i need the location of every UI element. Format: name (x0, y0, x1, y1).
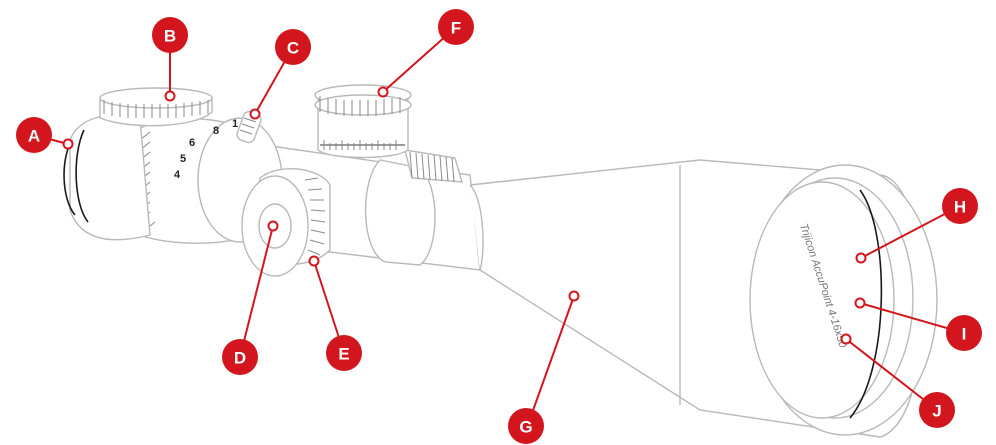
mag-mark-6: 6 (189, 137, 195, 149)
svg-text:E: E (338, 345, 349, 364)
callout-c: C (275, 29, 311, 65)
windage-knob-back (404, 149, 463, 183)
svg-text:I: I (962, 325, 967, 344)
callout-i: I (946, 315, 982, 351)
callout-point-g (568, 290, 580, 302)
callout-g: G (508, 408, 544, 444)
callout-point-h (855, 252, 867, 264)
svg-text:A: A (28, 127, 40, 146)
callout-point-j (840, 333, 852, 345)
svg-text:D: D (234, 349, 246, 368)
svg-text:B: B (164, 27, 176, 46)
callout-h: H (942, 188, 978, 224)
objective-bell: Trijicon AccuPoint 4-16x50 (469, 159, 938, 438)
eyepiece (63, 87, 213, 241)
callout-a: A (16, 117, 52, 153)
callout-e: E (326, 335, 362, 371)
svg-text:C: C (287, 39, 299, 58)
callout-leaders (33, 26, 965, 431)
mag-mark-10a: 1 (232, 118, 238, 130)
mag-mark-5: 5 (180, 153, 186, 165)
callout-point-d (267, 220, 279, 232)
callout-point-e (308, 255, 320, 267)
callout-d: D (222, 339, 258, 375)
mag-mark-4: 4 (174, 169, 181, 181)
callout-point-b (164, 90, 176, 102)
callout-f: F (438, 9, 474, 45)
callout-b: B (152, 17, 188, 53)
svg-text:H: H (954, 198, 966, 217)
callout-point-a (62, 138, 74, 150)
callout-point-i (854, 297, 866, 309)
svg-text:G: G (519, 418, 532, 437)
mag-mark-8: 8 (213, 125, 219, 137)
callout-j: J (919, 392, 955, 428)
callout-badges: A B C D E F G H I J (16, 9, 982, 444)
svg-text:F: F (451, 19, 461, 38)
elevation-turret (314, 84, 412, 159)
svg-text:J: J (932, 402, 941, 421)
callout-point-c (249, 108, 261, 120)
callout-point-f (377, 86, 389, 98)
